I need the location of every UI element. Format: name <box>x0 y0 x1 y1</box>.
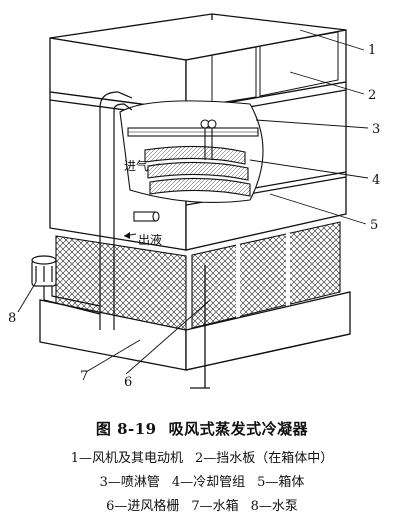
fan-housing <box>49 13 347 111</box>
callout-3: 3 <box>372 122 380 137</box>
callout-leaders <box>17 29 369 375</box>
liquid-outlet-pipe <box>133 211 160 222</box>
condenser-diagram: 进气 出液 1 2 3 4 5 6 7 8 <box>8 13 380 390</box>
air-inlet-grille <box>55 221 341 331</box>
figure-title: 吸风式蒸发式冷凝器 <box>168 420 309 438</box>
callout-8: 8 <box>8 311 16 326</box>
legend-item: 5—箱体 <box>257 475 305 490</box>
inlet-gas-label: 进气 <box>124 158 148 173</box>
riser-pipe <box>99 91 133 330</box>
callout-1: 1 <box>368 43 376 58</box>
outlet-liquid-label: 出液 <box>138 232 162 247</box>
legend-item: 8—水泵 <box>250 499 298 514</box>
callout-6: 6 <box>124 375 132 390</box>
figure-number: 图 8-19 <box>95 420 157 438</box>
fan-louvers <box>211 31 339 105</box>
legend-item: 1—风机及其电动机 <box>70 451 183 466</box>
legend-line-2: 3—喷淋管 4—冷却管组 5—箱体 <box>0 471 404 495</box>
figure-caption: 图 8-19 吸风式蒸发式冷凝器 1—风机及其电动机 2—挡水板（在箱体中） 3—喷… <box>0 418 404 519</box>
coil-bundle <box>144 145 251 197</box>
legend-line-1: 1—风机及其电动机 2—挡水板（在箱体中） <box>0 447 404 471</box>
callout-2: 2 <box>368 88 376 103</box>
legend-item: 2—挡水板（在箱体中） <box>195 451 334 466</box>
legend-item: 4—冷却管组 <box>171 475 246 490</box>
legend-item: 7—水箱 <box>191 499 239 514</box>
water-pump <box>31 255 101 315</box>
callout-7: 7 <box>80 369 88 384</box>
legend-line-3: 6—进风格栅 7—水箱 8—水泵 <box>0 495 404 519</box>
cutaway <box>119 100 264 203</box>
legend-item: 3—喷淋管 <box>99 475 160 490</box>
water-tank <box>39 265 351 389</box>
callout-5: 5 <box>370 218 378 233</box>
callout-4: 4 <box>372 173 380 188</box>
caption-title-line: 图 8-19 吸风式蒸发式冷凝器 <box>0 418 404 439</box>
legend-item: 6—进风格栅 <box>106 499 180 514</box>
